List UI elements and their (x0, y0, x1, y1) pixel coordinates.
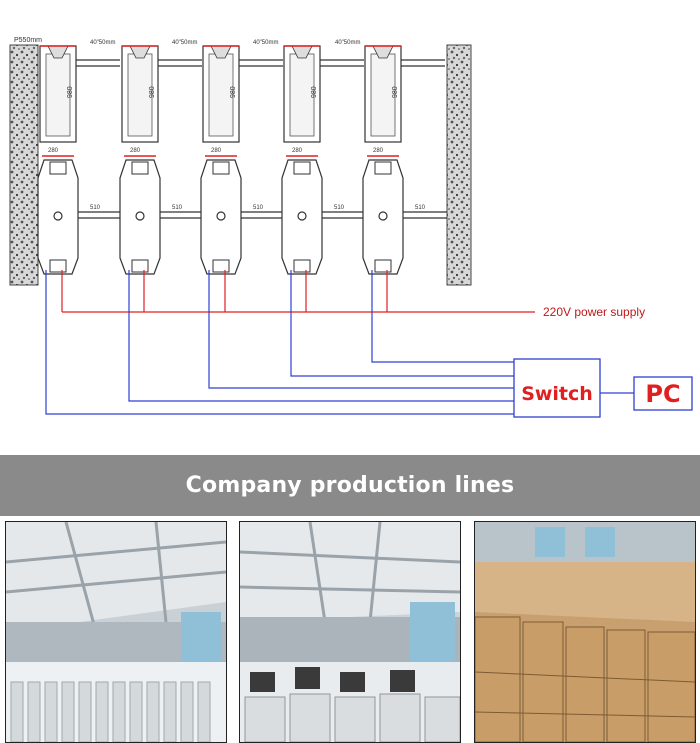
top-width-label: 280 (130, 148, 141, 154)
power-label: 220V power supply (543, 305, 645, 319)
spacing-label: 40"50mm (253, 40, 278, 46)
photo-strip (0, 516, 700, 743)
arm-height-label: 980 (392, 86, 399, 98)
turnstile-unit-2 (119, 45, 204, 312)
wall-dim-label: P550mm (14, 37, 42, 44)
arm-length-label: 510 (415, 205, 426, 211)
spacing-label: 40"50mm (90, 40, 115, 46)
right-wall (446, 44, 472, 286)
top-width-label: 280 (211, 148, 222, 154)
top-width-label: 280 (48, 148, 59, 154)
production-lines-banner: Company production lines (0, 455, 700, 516)
pc-box (633, 376, 693, 411)
packed-boxes-photo (474, 521, 696, 743)
top-width-label: 280 (292, 148, 303, 154)
turnstile-unit-1 (37, 45, 122, 312)
top-width-label: 280 (373, 148, 384, 154)
banner-title: Company production lines (185, 473, 515, 498)
arm-length-label: 510 (90, 205, 101, 211)
network-lines (45, 270, 634, 415)
switch-label: Switch (521, 383, 593, 405)
spacing-label: 40"50mm (172, 40, 197, 46)
arm-length-label: 510 (334, 205, 345, 211)
turnstile-unit-3 (200, 45, 285, 312)
factory-floor-photo-2 (239, 521, 461, 743)
arm-height-label: 980 (311, 86, 318, 98)
arm-height-label: 980 (67, 86, 74, 98)
arm-height-label: 980 (149, 86, 156, 98)
left-wall (9, 44, 39, 286)
turnstile-unit-5 (362, 45, 447, 312)
pc-label: PC (645, 380, 680, 408)
switch-box (513, 358, 601, 418)
arm-length-label: 510 (253, 205, 264, 211)
arm-height-label: 980 (230, 86, 237, 98)
turnstile-wiring-diagram: P550mm 40"50mm 980 280 510 40"50mm 980 280 510 4… (9, 37, 693, 418)
turnstile-unit-4 (281, 45, 366, 312)
spacing-label: 40"50mm (335, 40, 360, 46)
arm-length-label: 510 (172, 205, 183, 211)
factory-floor-photo-1 (5, 521, 227, 743)
